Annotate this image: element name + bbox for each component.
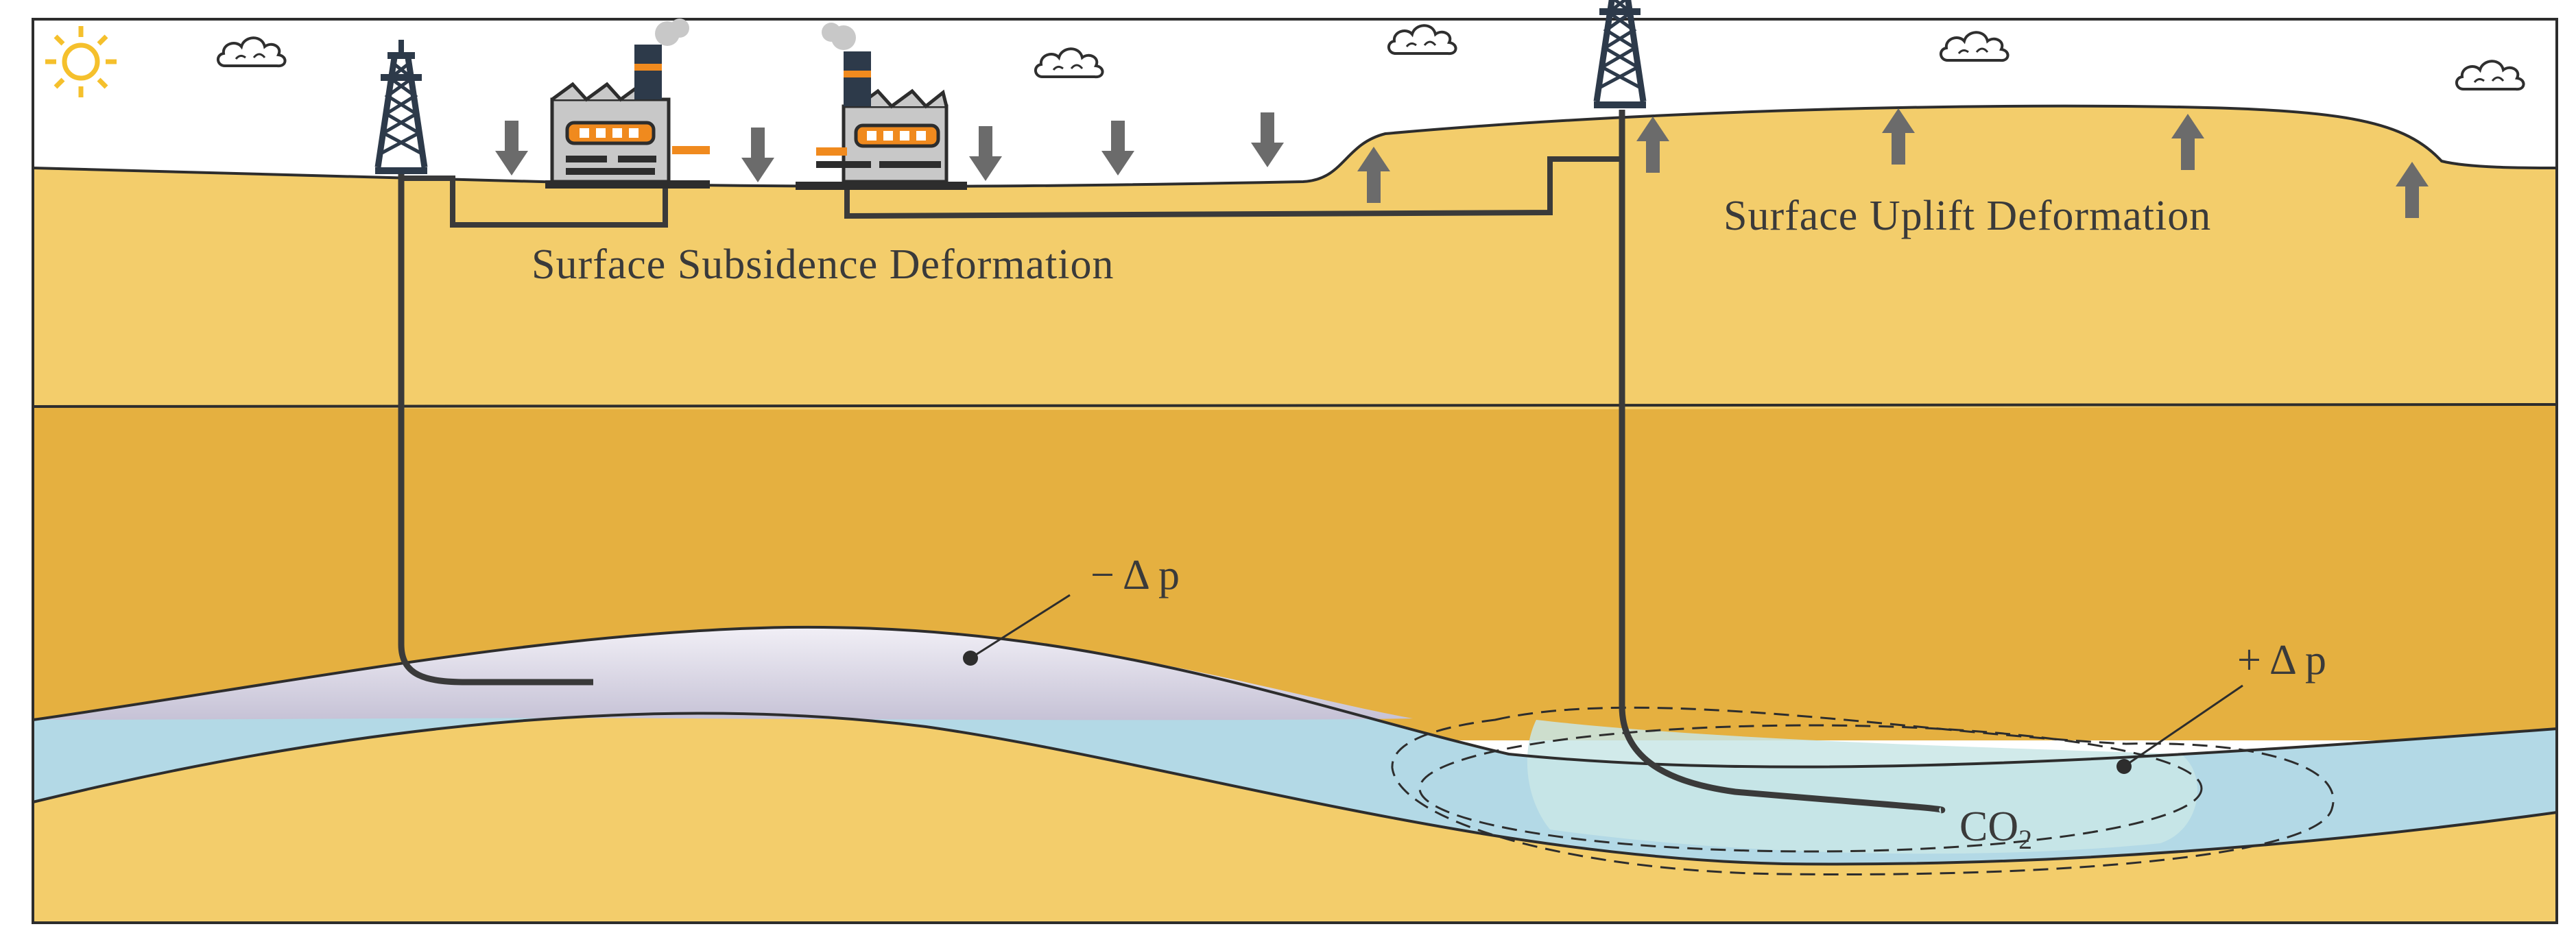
frame-border bbox=[32, 18, 2558, 924]
plus-dp-label: + Δ p bbox=[2237, 637, 2326, 683]
co2-label-main: CO bbox=[1959, 803, 2019, 850]
factory-icon bbox=[796, 23, 967, 190]
minus-dp-leader bbox=[970, 594, 1071, 659]
surface-pipeline bbox=[401, 156, 1622, 228]
minus-dp-label: − Δ p bbox=[1090, 552, 1180, 598]
reservoir-top-line bbox=[32, 625, 2557, 768]
pressure-contour-inner bbox=[1418, 724, 2203, 853]
pressure-contour-outer bbox=[1391, 706, 2335, 876]
co2-label-subscript: 2 bbox=[2018, 824, 2033, 855]
plus-dp-dot bbox=[2116, 759, 2132, 774]
minus-dp-dot bbox=[963, 651, 978, 666]
subsidence-label: Surface Subsidence Deformation bbox=[532, 241, 1114, 288]
reservoir-bottom-line bbox=[32, 712, 2557, 866]
upper-layer bbox=[33, 106, 2557, 411]
plus-dp-leader bbox=[2123, 684, 2243, 768]
factory-icon bbox=[545, 19, 710, 189]
co2-label: CO2 bbox=[1959, 806, 2032, 854]
sun-icon bbox=[45, 26, 117, 97]
injection-well bbox=[1619, 110, 1946, 814]
depleted-zone bbox=[33, 627, 1413, 721]
production-well bbox=[398, 171, 593, 686]
uplift-label: Surface Uplift Deformation bbox=[1724, 193, 2212, 239]
co2-plume bbox=[1527, 720, 2197, 854]
lower-layer bbox=[33, 713, 2557, 923]
ground-surface-line bbox=[32, 104, 2557, 188]
